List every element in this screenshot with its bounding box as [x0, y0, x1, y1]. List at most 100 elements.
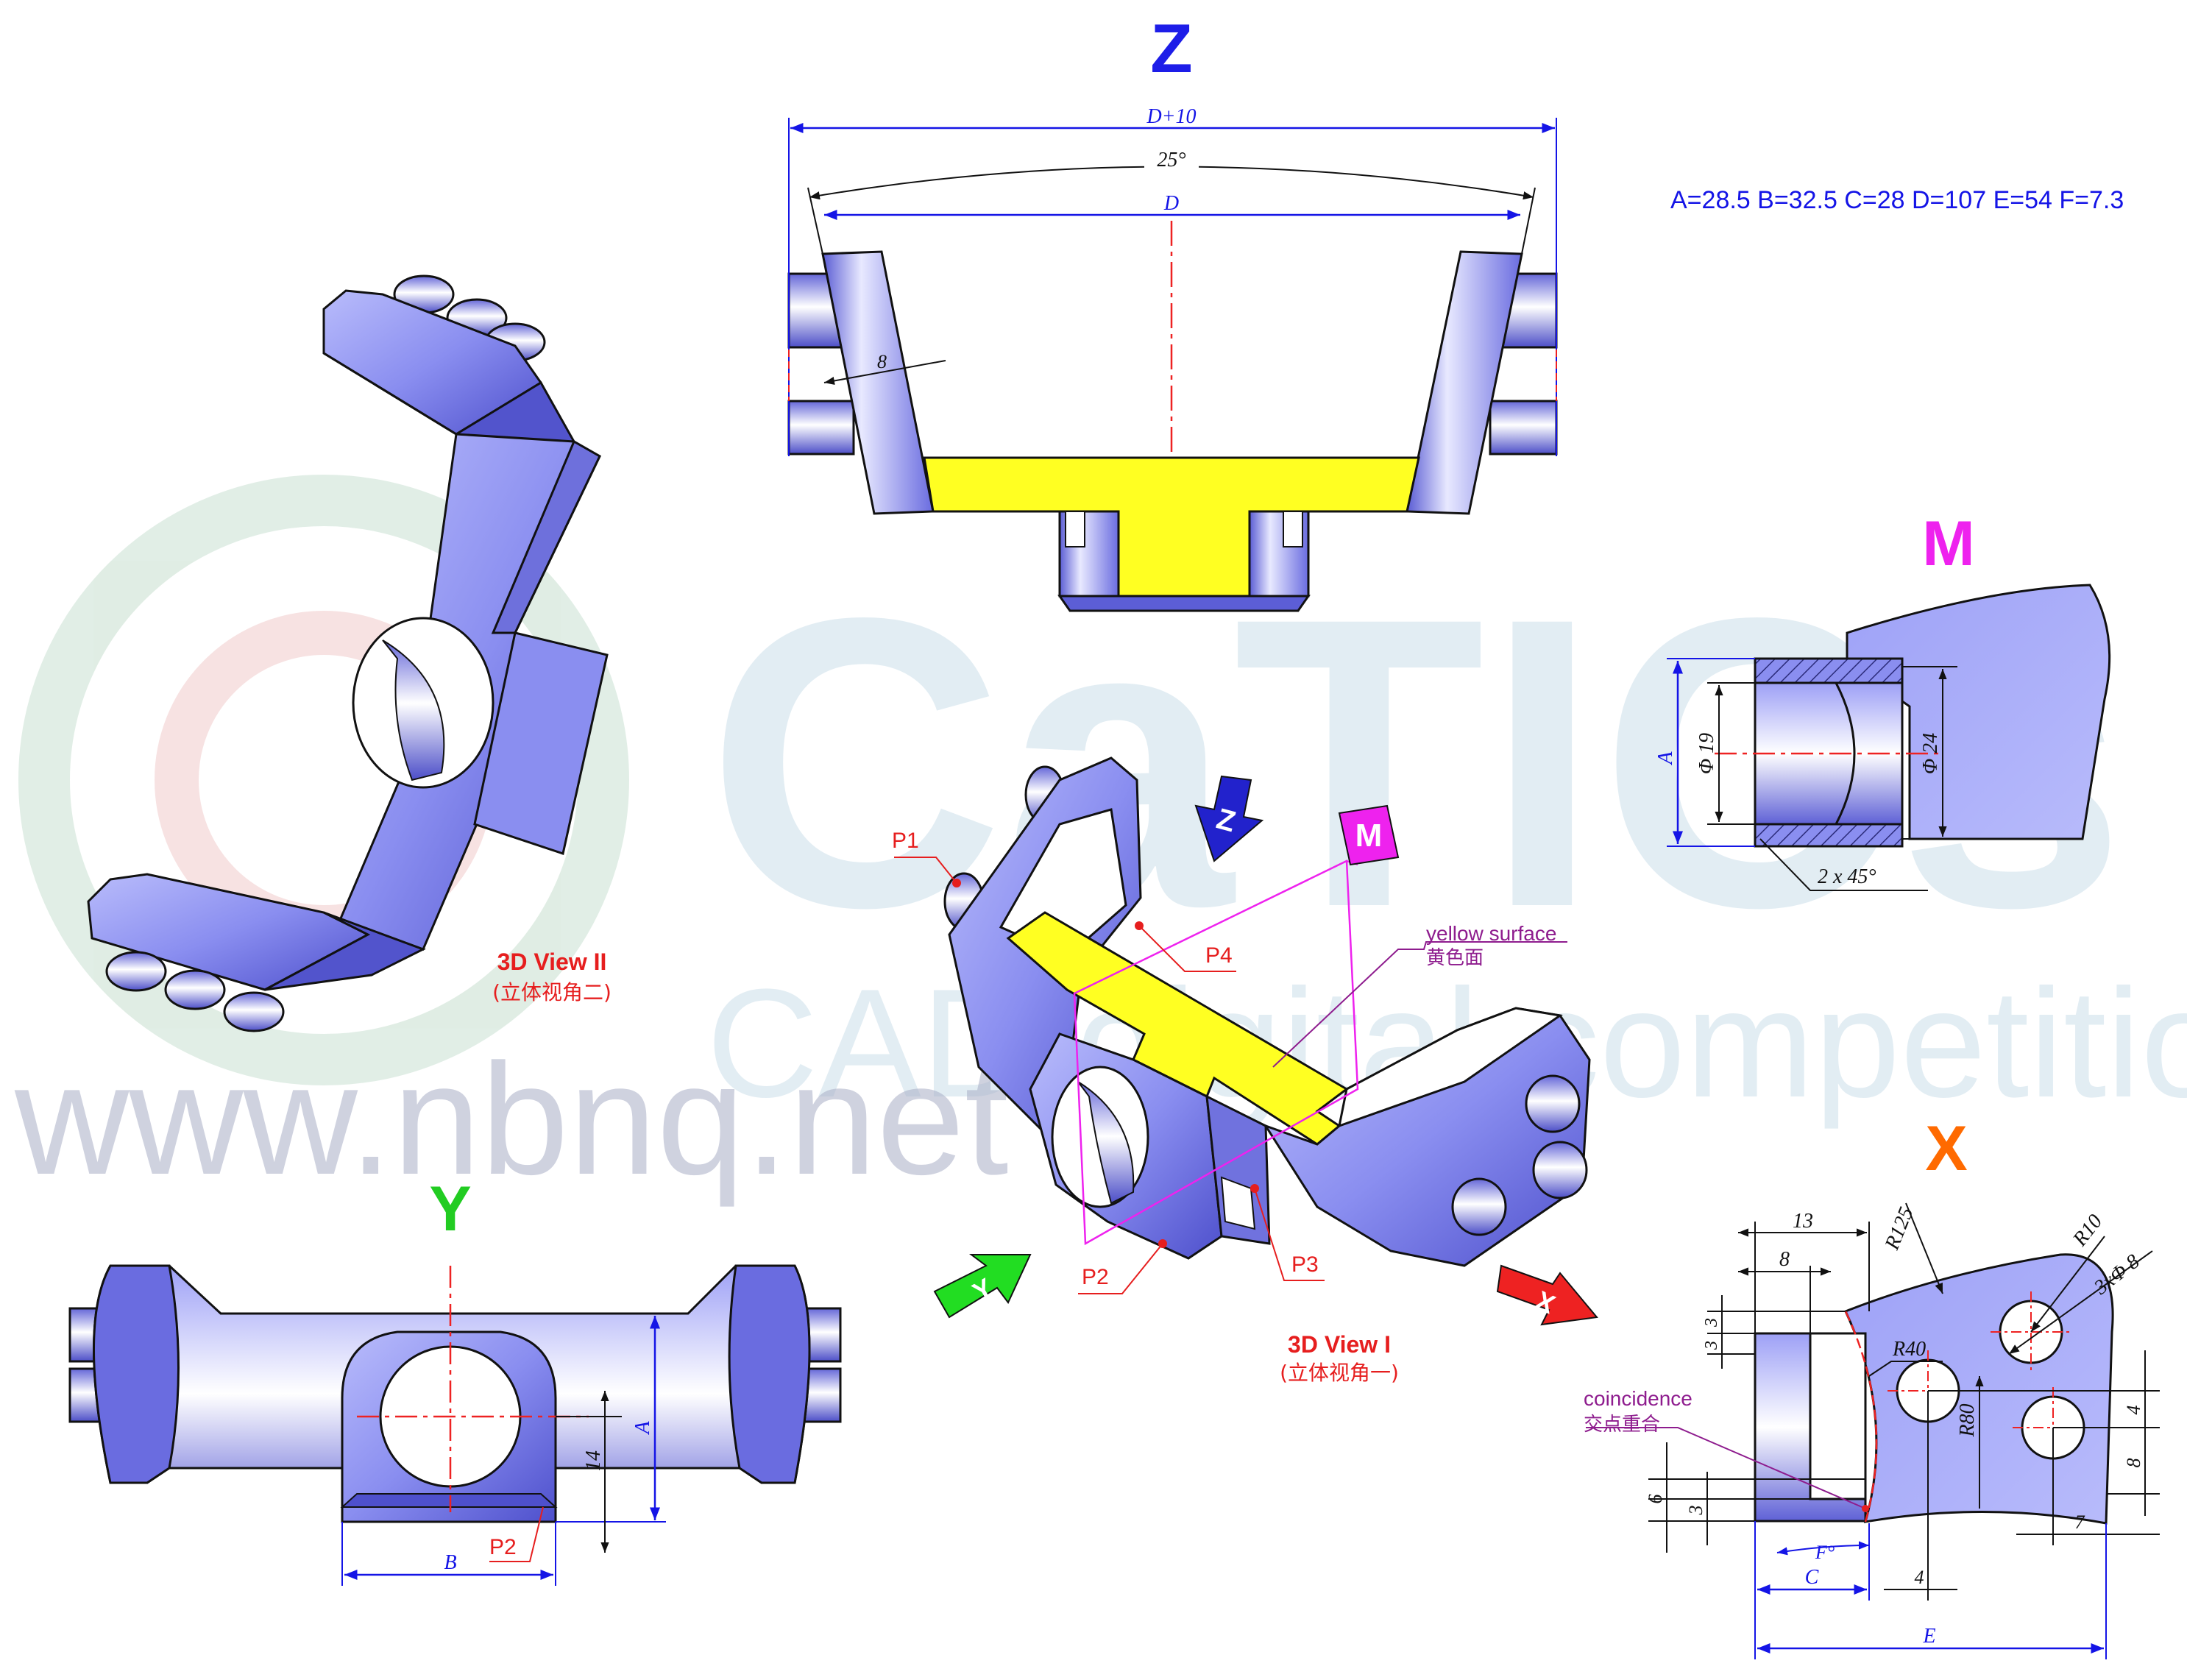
- view-y-end-right: [728, 1264, 811, 1484]
- view-m-dim-d24: Φ 24: [1919, 733, 1942, 774]
- view-x-coincidence-leader: [1586, 1427, 1866, 1509]
- view-3d-1-x-arrow: X: [1496, 1264, 1598, 1326]
- view-y-dim-b: B: [444, 1551, 456, 1574]
- view-m-chamfer-leader: [1759, 838, 1928, 891]
- view-y-dim-14: 14: [582, 1450, 605, 1471]
- parameter-values: A=28.5 B=32.5 C=28 D=107 E=54 F=7.3: [1670, 186, 2124, 214]
- view-3d-2-subtitle: (立体视角二): [492, 980, 612, 1004]
- view-z: Z D+10 25° D 8: [787, 10, 1558, 612]
- view-x-dim-6: 6: [1645, 1495, 1666, 1504]
- view-x-dim-3b: 3: [1702, 1341, 1721, 1350]
- view-m-chamfer: 2 x 45°: [1818, 865, 1876, 888]
- view-3d-2-bore-inner: [382, 639, 445, 781]
- view-3d-1-subtitle: (立体视角一): [1280, 1361, 1399, 1385]
- watermark-url: www.nbnq.net: [14, 1030, 1009, 1208]
- view-x-dim-8right: 8: [2123, 1459, 2144, 1468]
- view-z-pin: [787, 400, 855, 456]
- view-x-r125: R125: [1880, 1204, 1918, 1253]
- view-z-left-wall: [821, 250, 935, 515]
- view-z-dim-thickness: 8: [877, 351, 887, 372]
- view-z-boss-slot: [1065, 511, 1085, 547]
- view-3d-1-label-p3: P3: [1291, 1252, 1319, 1277]
- view-3d-1-z-arrow: Z: [1194, 775, 1264, 862]
- view-z-dim-angle: 25°: [1157, 149, 1185, 171]
- extension-line: [1521, 187, 1536, 255]
- view-x-dim-e: E: [1922, 1625, 1935, 1648]
- view-y-dim-a: A: [631, 1421, 654, 1436]
- view-z-letter: Z: [1150, 10, 1192, 87]
- view-x-dim-3bottom: 3: [1685, 1506, 1706, 1516]
- view-x-r125-leader: [1905, 1202, 1943, 1294]
- view-3d-1-label-p1: P1: [892, 829, 919, 853]
- view-x-dim-f: F°: [1815, 1542, 1835, 1563]
- view-3d-1-leader-p4: [1138, 925, 1236, 972]
- view-3d-1-leader-p1: [894, 857, 957, 884]
- view-x-dim-3a: 3: [1702, 1318, 1721, 1328]
- view-x-coincidence-cn: 交点重合: [1584, 1414, 1660, 1436]
- view-x-dim-4right: 4: [2123, 1406, 2144, 1415]
- view-3d-1-m-badge-label: M: [1355, 818, 1383, 854]
- view-x-dim-7: 7: [2075, 1511, 2085, 1533]
- view-3d-1-label-p2: P2: [1082, 1265, 1109, 1289]
- view-x-dim-13: 13: [1793, 1210, 1813, 1233]
- view-z-boss-chamfer: [1057, 595, 1311, 612]
- view-m-dim-a: A: [1654, 751, 1677, 766]
- view-m: M A Φ 19 Φ 24 2 x 45°: [1654, 508, 2111, 891]
- view-z-right-wall: [1406, 250, 1523, 515]
- view-3d-2-title: 3D View II: [497, 949, 607, 975]
- view-m-bore-curve: [1835, 682, 1856, 825]
- view-m-plate: [1846, 584, 2111, 840]
- view-x-dim-c: C: [1805, 1566, 1819, 1589]
- view-z-pin: [1489, 400, 1558, 456]
- view-3d-1-label-p4: P4: [1205, 943, 1233, 968]
- view-3d-1-leader-p2: [1078, 1243, 1163, 1294]
- view-3d-1-yellow-leader: [1272, 941, 1567, 1068]
- view-z-dim-d: D: [1163, 192, 1179, 215]
- view-3d-2: 3D View II (立体视角二): [87, 274, 612, 1032]
- watermark-logo-ring: [18, 475, 629, 1085]
- view-3d-2-bottom-pins: [105, 951, 285, 1032]
- view-x-dim-8top: 8: [1779, 1248, 1790, 1271]
- view-x-r40-leader: [1868, 1361, 1943, 1377]
- view-3d-1-yellow-label-cn: 黄色面: [1426, 947, 1484, 969]
- view-y-letter: Y: [429, 1174, 471, 1244]
- view-m-letter: M: [1922, 508, 1975, 579]
- view-m-dim-d19: Φ 19: [1695, 733, 1718, 774]
- view-y-label-p2: P2: [489, 1535, 517, 1559]
- view-3d-1-m-badge: M: [1338, 804, 1400, 866]
- view-3d-1-title: 3D View I: [1288, 1331, 1391, 1358]
- view-y: Y 14 A B P2: [68, 1174, 842, 1586]
- view-x-coincidence-point: [1862, 1505, 1869, 1512]
- view-x-r10-leader: [2030, 1236, 2105, 1333]
- view-3d-1-y-arrow: Y: [933, 1254, 1032, 1319]
- view-x-side-slot: [1809, 1332, 1867, 1500]
- view-3d-1-slot-block: [1205, 1094, 1271, 1245]
- view-3d-1-bore-inner: [1077, 1081, 1135, 1205]
- view-x-holes-leader: [2008, 1250, 2153, 1355]
- view-z-boss-slot: [1283, 511, 1303, 547]
- view-3d-1-slot: [1220, 1176, 1256, 1230]
- view-3d-1-pin: [1532, 1141, 1588, 1199]
- view-x-r40-arc: [1844, 1311, 1878, 1523]
- view-3d-1-right-arm-top: [1338, 1007, 1563, 1128]
- view-x-r40: R40: [1892, 1338, 1926, 1361]
- view-x-coincidence-en: coincidence: [1584, 1387, 1692, 1410]
- view-3d-1: P1 P4 P2 P3 yellow surface 黄色面 Z M Y X 3…: [892, 756, 1598, 1385]
- view-3d-1-yellow-surface: [1006, 911, 1349, 1146]
- view-z-dim-thickness-line: [823, 360, 946, 386]
- view-x-letter: X: [1925, 1113, 1967, 1184]
- view-x-dim-4bottom: 4: [1915, 1567, 1924, 1588]
- view-x-r80: R80: [1956, 1403, 1979, 1437]
- view-3d-1-leader-p3: [1254, 1188, 1325, 1281]
- view-x-r10: R10: [2068, 1211, 2107, 1251]
- view-x: X 13 8 R125 R10 3xΦ 8: [1584, 1113, 2160, 1659]
- view-3d-2-side-block: [473, 631, 609, 855]
- view-y-arch-base: [340, 1493, 558, 1508]
- view-3d-1-pin: [1525, 1074, 1581, 1133]
- extension-line: [807, 187, 823, 255]
- view-y-end-left: [93, 1264, 180, 1484]
- view-x-dim-f-arc: [1776, 1541, 1870, 1556]
- view-3d-2-bottom-flange-side: [264, 911, 426, 991]
- view-3d-1-section-plane: [1073, 860, 1359, 1246]
